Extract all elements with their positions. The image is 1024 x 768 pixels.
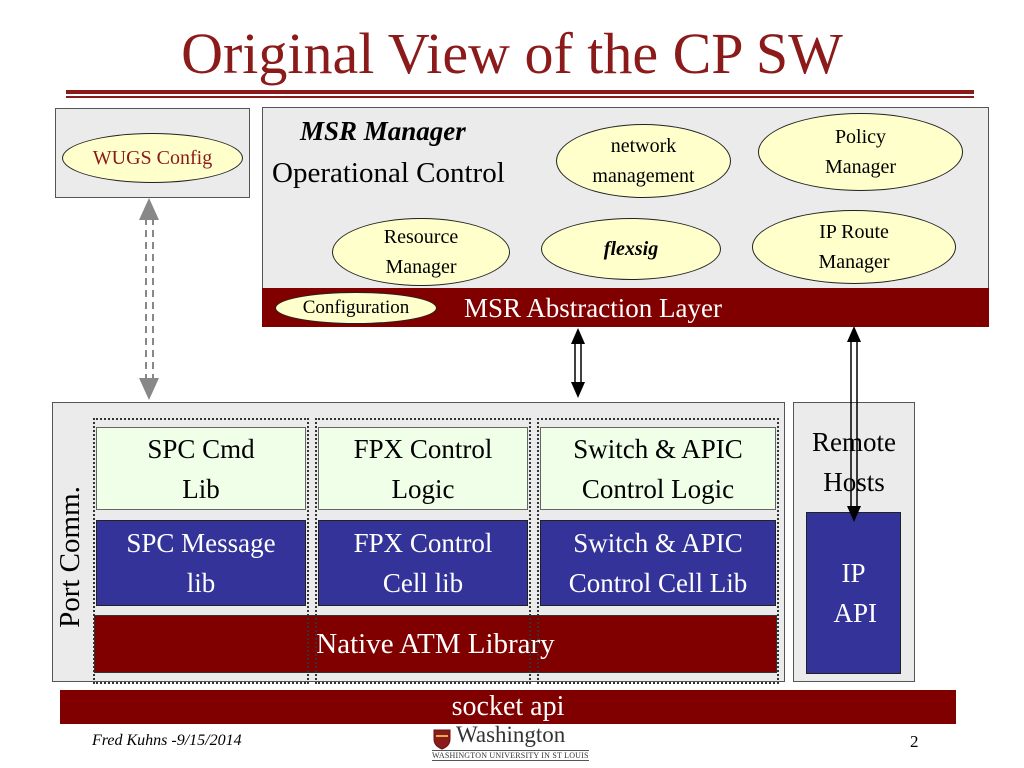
configuration-label: Configuration bbox=[302, 297, 410, 318]
switch-apic-control-logic: Switch & APIC Control Logic bbox=[540, 427, 776, 510]
switch-column-outline bbox=[537, 418, 779, 684]
msr-manager-heading: MSR Manager bbox=[300, 116, 466, 146]
fpx-control-logic: FPX Control Logic bbox=[318, 427, 528, 510]
abstraction-to-switch-arrow bbox=[571, 328, 585, 398]
ip-api-box: IP API bbox=[806, 512, 901, 674]
spc-cmd-lib: SPC Cmd Lib bbox=[96, 427, 306, 510]
wugs-dashed-arrow bbox=[139, 198, 159, 400]
configuration-oval: Configuration bbox=[275, 292, 437, 324]
fpx-control-cell-lib: FPX Control Cell lib bbox=[318, 520, 528, 606]
spc-column-outline bbox=[93, 418, 309, 684]
ip-api-label: IP API bbox=[833, 558, 878, 628]
policy-manager-label: Policy Manager bbox=[824, 126, 897, 178]
fpx-control-cell-lib-label: FPX Control Cell lib bbox=[353, 528, 493, 598]
abstraction-to-ip-api-arrow bbox=[847, 326, 861, 522]
remote-hosts-label: Remote Hosts bbox=[793, 422, 915, 502]
logo-subtext: WASHINGTON UNIVERSITY IN ST LOUIS bbox=[432, 750, 589, 761]
page-number: 2 bbox=[910, 732, 919, 751]
resource-manager-oval: Resource Manager bbox=[332, 218, 510, 286]
logo-wordmark: Washington bbox=[456, 722, 566, 747]
footer-author: Fred Kuhns -9/15/2014 bbox=[92, 732, 242, 749]
network-management-label: network management bbox=[592, 135, 695, 187]
spc-message-lib-label: SPC Message lib bbox=[126, 528, 276, 598]
switch-apic-control-cell-lib-label: Switch & APIC Control Cell Lib bbox=[568, 528, 748, 598]
wugs-config-label: WUGS Config bbox=[92, 147, 213, 169]
title-rule-thin bbox=[66, 96, 974, 98]
policy-manager-oval: Policy Manager bbox=[758, 113, 963, 191]
msr-abstraction-layer-label: MSR Abstraction Layer bbox=[464, 293, 722, 323]
resource-manager-label: Resource Manager bbox=[383, 226, 459, 278]
socket-api-label: socket api bbox=[451, 691, 565, 722]
msr-manager-subheading: Operational Control bbox=[272, 157, 505, 189]
spc-message-lib: SPC Message lib bbox=[96, 520, 306, 606]
fpx-control-logic-label: FPX Control Logic bbox=[353, 433, 493, 504]
switch-apic-control-cell-lib: Switch & APIC Control Cell Lib bbox=[540, 520, 776, 606]
switch-apic-control-logic-label: Switch & APIC Control Logic bbox=[573, 433, 743, 504]
network-management-oval: network management bbox=[556, 124, 731, 198]
remote-hosts-text: Remote Hosts bbox=[812, 427, 896, 497]
page-title: Original View of the CP SW bbox=[181, 21, 843, 86]
spc-cmd-lib-label: SPC Cmd Lib bbox=[147, 433, 255, 504]
socket-api-bar: socket api bbox=[60, 690, 956, 724]
university-logo: Washington WASHINGTON UNIVERSITY IN ST L… bbox=[432, 722, 592, 762]
title-rule-thick bbox=[66, 90, 974, 94]
native-atm-library-label: Native ATM Library bbox=[316, 627, 555, 660]
shield-icon bbox=[433, 729, 451, 750]
flexsig-oval: flexsig bbox=[541, 218, 721, 280]
fpx-column-outline bbox=[315, 418, 531, 684]
ip-route-manager-label: IP Route Manager bbox=[818, 221, 890, 273]
flexsig-label: flexsig bbox=[603, 238, 659, 260]
wugs-config-oval: WUGS Config bbox=[62, 133, 243, 183]
ip-route-manager-oval: IP Route Manager bbox=[752, 210, 956, 284]
